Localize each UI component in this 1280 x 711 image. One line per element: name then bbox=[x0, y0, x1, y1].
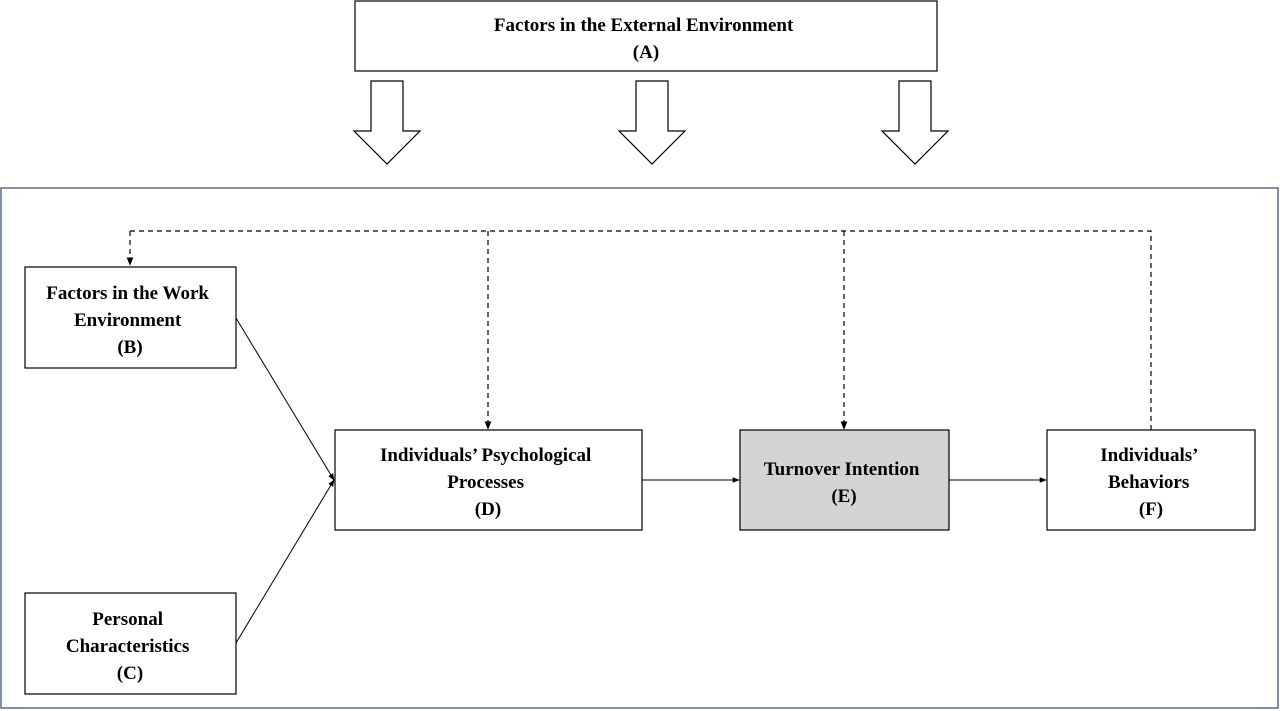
node-a-label: Factors in the External Environment (A) bbox=[494, 15, 798, 63]
node-f-box bbox=[1046, 429, 1256, 531]
block-arrow-right bbox=[880, 80, 950, 165]
node-external-environment: Factors in the External Environment (A) bbox=[354, 0, 938, 72]
edge-c-to-d bbox=[235, 479, 335, 644]
node-e-label: Turnover Intention (E) bbox=[764, 459, 924, 507]
feedback-top-line bbox=[130, 230, 1152, 430]
feedback-lines bbox=[126, 230, 1152, 430]
node-a-box bbox=[354, 0, 938, 72]
node-b-box bbox=[24, 266, 237, 369]
node-psychological-processes: Individuals’ Psychological Processes (D) bbox=[334, 429, 643, 531]
block-arrows bbox=[352, 80, 950, 165]
block-arrow-center bbox=[617, 80, 687, 165]
node-f-label: Individuals’ Behaviors (F) bbox=[1100, 445, 1202, 520]
node-behaviors: Individuals’ Behaviors (F) bbox=[1046, 429, 1256, 531]
node-personal-characteristics: Personal Characteristics (C) bbox=[24, 592, 237, 695]
edge-b-to-d bbox=[235, 317, 335, 481]
node-work-environment: Factors in the Work Environment (B) bbox=[24, 266, 237, 369]
model-frame bbox=[0, 187, 1279, 709]
node-b-label: Factors in the Work Environment (B) bbox=[46, 283, 213, 358]
node-e-box bbox=[739, 429, 950, 531]
node-d-box bbox=[334, 429, 643, 531]
node-turnover-intention: Turnover Intention (E) bbox=[739, 429, 950, 531]
node-d-label: Individuals’ Psychological Processes (D) bbox=[380, 445, 596, 520]
node-c-label: Personal Characteristics (C) bbox=[66, 609, 194, 684]
flow-arrows bbox=[235, 317, 1047, 644]
node-c-box bbox=[24, 592, 237, 695]
block-arrow-left bbox=[352, 80, 422, 165]
